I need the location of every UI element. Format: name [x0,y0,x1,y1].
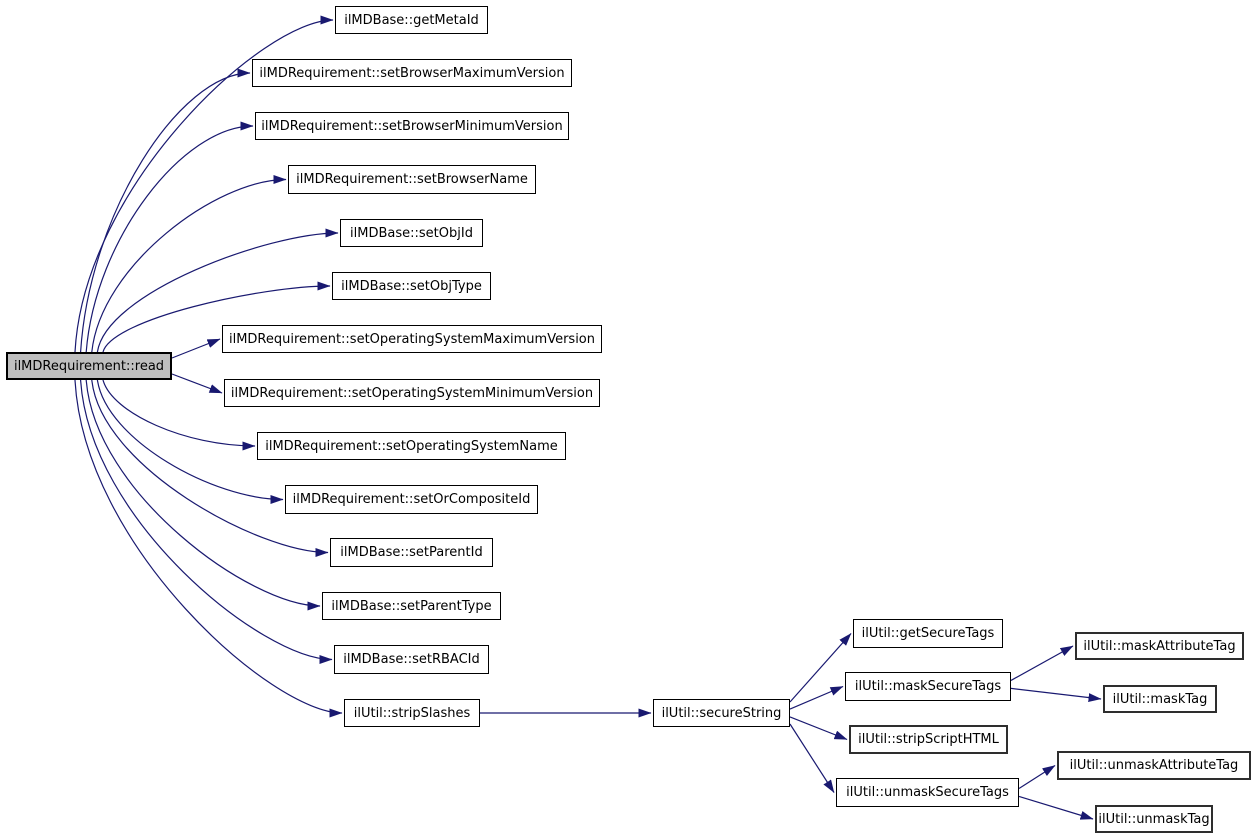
graph-node-maskSecureTags[interactable]: ilUtil::maskSecureTags [845,672,1011,701]
graph-node-label: ilMDBase::setObjId [350,225,473,241]
graph-node-label: ilMDRequirement::setOperatingSystemMinim… [230,385,594,401]
graph-node-maskTag[interactable]: ilUtil::maskTag [1103,685,1217,713]
graph-node-label: ilUtil::maskTag [1112,691,1208,707]
graph-node-setRBACId[interactable]: ilMDBase::setRBACId [334,645,489,674]
graph-node-setObjId[interactable]: ilMDBase::setObjId [340,219,483,247]
call-edge-read-to-setBrowserMaximumVersion [80,68,251,353]
graph-node-label: ilMDRequirement::read [13,358,165,374]
call-edge-secureString-to-stripScriptHTML [789,716,848,741]
graph-node-setBrowserName[interactable]: ilMDRequirement::setBrowserName [288,165,536,194]
graph-node-setObjType[interactable]: ilMDBase::setObjType [332,272,491,300]
graph-node-setBrowserMaximumVersion[interactable]: ilMDRequirement::setBrowserMaximumVersio… [252,59,572,87]
call-edge-secureString-to-maskSecureTags [789,685,844,710]
call-edge-maskSecureTags-to-maskTag [1010,687,1102,703]
graph-node-setBrowserMinimumVersion[interactable]: ilMDRequirement::setBrowserMinimumVersio… [255,112,569,140]
graph-node-setOperatingSystemName[interactable]: ilMDRequirement::setOperatingSystemName [257,432,566,460]
graph-node-label: ilUtil::unmaskAttributeTag [1069,758,1239,773]
graph-node-label: ilMDRequirement::setBrowserMinimumVersio… [261,118,563,134]
call-edge-read-to-setOperatingSystemMaximumVersion [171,338,221,359]
graph-node-setParentType[interactable]: ilMDBase::setParentType [322,592,501,620]
graph-node-getSecureTags[interactable]: ilUtil::getSecureTags [853,619,1003,648]
graph-node-label: ilMDRequirement::setBrowserName [296,172,528,187]
call-edge-unmaskSecureTags-to-unmaskTag [1018,795,1094,820]
call-edge-read-to-setRBACId [80,379,333,664]
graph-node-label: ilMDRequirement::setBrowserMaximumVersio… [259,65,565,81]
graph-node-unmaskSecureTags[interactable]: ilUtil::unmaskSecureTags [836,778,1019,807]
graph-node-label: ilUtil::stripSlashes [353,705,471,721]
call-edge-maskSecureTags-to-maskAttributeTag [1010,645,1074,681]
graph-node-label: ilMDRequirement::setOrCompositeId [292,492,531,507]
graph-node-maskAttributeTag[interactable]: ilUtil::maskAttributeTag [1075,632,1244,660]
graph-node-label: ilMDRequirement::setOperatingSystemMaxim… [228,331,595,347]
graph-node-stripSlashes[interactable]: ilUtil::stripSlashes [344,699,480,727]
call-edge-read-to-setBrowserMinimumVersion [85,121,254,353]
graph-node-label: ilUtil::maskSecureTags [854,679,1002,694]
graph-node-label: ilUtil::maskAttributeTag [1083,638,1236,654]
graph-node-label: ilUtil::unmaskSecureTags [846,785,1009,800]
call-edge-read-to-setOperatingSystemMinimumVersion [171,373,223,394]
graph-node-label: ilMDBase::setObjType [341,278,482,294]
graph-node-unmaskTag[interactable]: ilUtil::unmaskTag [1095,805,1213,833]
graph-node-setOrCompositeId[interactable]: ilMDRequirement::setOrCompositeId [285,485,538,514]
graph-node-stripScriptHTML[interactable]: ilUtil::stripScriptHTML [849,725,1008,754]
graph-node-label: ilUtil::secureString [661,705,782,721]
graph-node-label: ilMDBase::getMetaId [344,12,479,28]
graph-node-unmaskAttributeTag[interactable]: ilUtil::unmaskAttributeTag [1057,751,1251,780]
graph-node-getMetaId[interactable]: ilMDBase::getMetaId [335,6,488,34]
call-edge-secureString-to-unmaskSecureTags [789,723,835,793]
call-edge-secureString-to-getSecureTags [789,633,852,703]
graph-node-setOperatingSystemMinimumVersion[interactable]: ilMDRequirement::setOperatingSystemMinim… [224,379,600,407]
graph-node-setOperatingSystemMaximumVersion[interactable]: ilMDRequirement::setOperatingSystemMaxim… [222,325,602,353]
graph-node-label: ilUtil::getSecureTags [861,626,995,641]
graph-node-setParentId[interactable]: ilMDBase::setParentId [330,538,493,567]
graph-node-label: ilMDRequirement::setOperatingSystemName [265,438,558,454]
graph-node-label: ilMDBase::setParentType [331,598,492,614]
graph-node-label: ilUtil::unmaskTag [1098,811,1210,827]
graph-node-read[interactable]: ilMDRequirement::read [6,352,172,380]
graph-node-secureString[interactable]: ilUtil::secureString [653,699,790,727]
graph-node-label: ilMDBase::setRBACId [343,652,480,667]
graph-node-label: ilMDBase::setParentId [340,545,483,560]
call-edge-unmaskSecureTags-to-unmaskAttributeTag [1018,764,1056,789]
graph-node-label: ilUtil::stripScriptHTML [858,732,999,747]
call-edge-read-to-stripSlashes [74,379,343,718]
